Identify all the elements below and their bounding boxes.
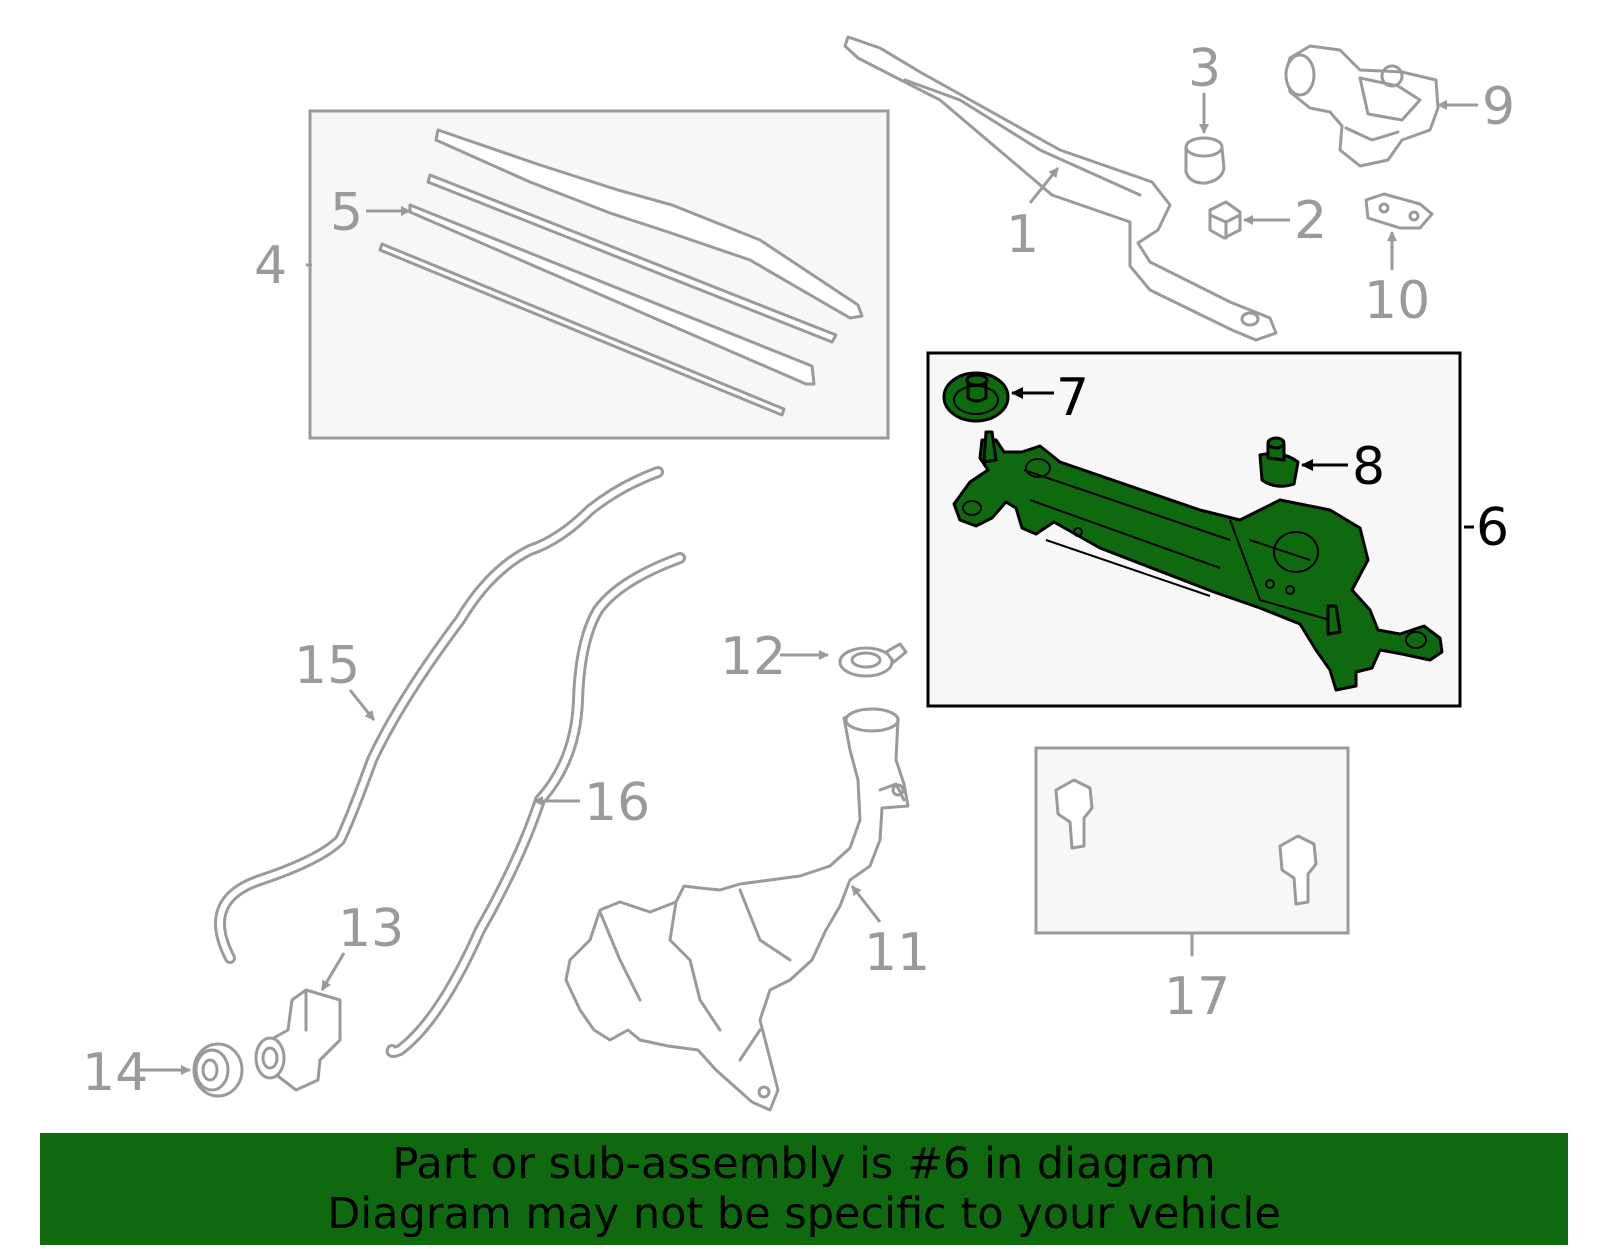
- banner-line-part: Part or sub-assembly is #6 in diagram: [392, 1139, 1216, 1189]
- leader-lines: [140, 93, 1478, 1075]
- callout-6: 6: [1476, 498, 1509, 558]
- part-3-cap: [1184, 136, 1226, 185]
- callout-9: 9: [1482, 77, 1515, 137]
- part-13-washer-pump: [254, 988, 342, 1092]
- callout-1: 1: [1006, 205, 1039, 265]
- part-7-pivot-cap: [942, 371, 1010, 423]
- part-8-pivot-cap: [1258, 436, 1300, 488]
- banner-line-disclaimer: Diagram may not be specific to your vehi…: [327, 1189, 1281, 1239]
- callout-8: 8: [1352, 437, 1385, 497]
- callout-10: 10: [1364, 271, 1430, 331]
- part-15-washer-hose: [214, 466, 664, 964]
- callout-4: 4: [254, 236, 287, 296]
- info-banner: Part or sub-assembly is #6 in diagram Di…: [40, 1133, 1568, 1245]
- part-17-nozzles-box: [1034, 746, 1350, 957]
- part-10-bracket: [1364, 192, 1434, 230]
- part-9-wiper-motor: [1284, 44, 1440, 168]
- callout-15: 15: [294, 636, 360, 696]
- callout-labels: 1 2 3 4 5 6 7 8 9 10 11 12 13 14 15 16 1…: [82, 39, 1515, 1103]
- part-4-wiper-blade-group: [308, 109, 890, 440]
- part-12-reservoir-cap: [838, 642, 908, 678]
- callout-14: 14: [82, 1043, 148, 1103]
- part-6-wiper-linkage: [952, 430, 1444, 692]
- callout-3: 3: [1188, 39, 1221, 99]
- callout-16: 16: [584, 773, 650, 833]
- callout-5: 5: [330, 183, 363, 243]
- callout-12: 12: [720, 627, 786, 687]
- part-11-washer-reservoir: [564, 707, 910, 1112]
- callout-7: 7: [1056, 368, 1089, 428]
- callout-17: 17: [1164, 967, 1230, 1027]
- part-1-wiper-arm: [843, 35, 1278, 342]
- callout-2: 2: [1294, 191, 1327, 251]
- part-14-grommet: [192, 1042, 244, 1098]
- callout-13: 13: [338, 899, 404, 959]
- part-2-nut: [1208, 200, 1242, 240]
- callout-11: 11: [864, 923, 930, 983]
